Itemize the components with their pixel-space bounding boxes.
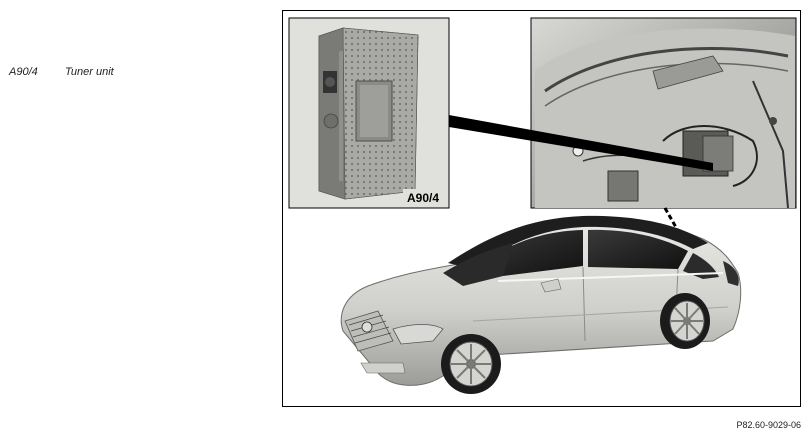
legend-description: Tuner unit [65,66,114,78]
installation-location-inset [530,17,797,209]
illustration-frame: A90/4 [282,10,801,407]
tuner-unit-inset: A90/4 [288,17,450,209]
tuner-unit-illustration [318,27,419,200]
legend-code: A90/4 [9,66,38,78]
illustration-svg: A90/4 [288,17,797,394]
figure-reference: P82.60-9029-06 [736,420,801,430]
front-wheel [441,334,501,394]
trunk-detail-illustration [535,28,795,209]
vehicle-illustration [340,215,742,394]
callout-label: A90/4 [407,191,439,205]
rear-wheel [660,293,710,349]
